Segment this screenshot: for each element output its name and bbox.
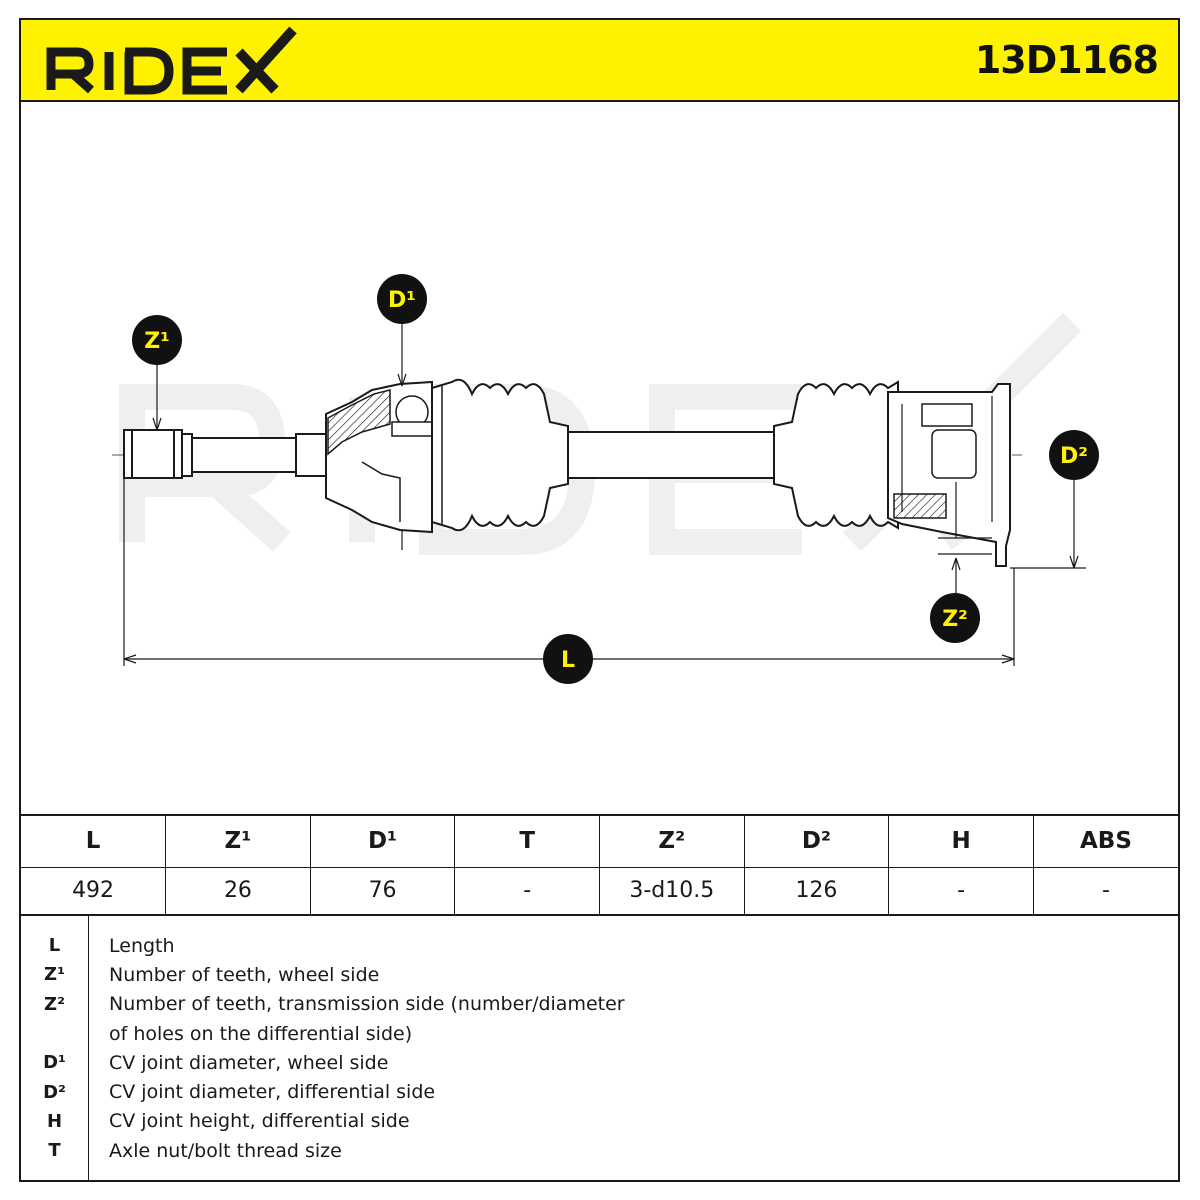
legend-item: L Length [21, 931, 1178, 960]
legend-item: Z² Number of teeth, transmission side (nu… [21, 990, 1178, 1019]
spec-value-row: 492 26 76 - 3-d10.5 126 - - [21, 867, 1178, 914]
header-bar: 13D1168 [21, 20, 1178, 102]
svg-text:Z¹: Z¹ [144, 329, 170, 354]
spec-value-z1: 26 [165, 867, 311, 914]
legend-text: Length [109, 934, 175, 957]
spec-header-l: L [21, 816, 167, 868]
legend-text: Number of teeth, wheel side [109, 963, 380, 986]
ridex-logo [46, 26, 297, 95]
legend-symbol: L [48, 935, 61, 957]
legend-symbol: Z¹ [44, 964, 65, 986]
legend-symbol: H [46, 1110, 63, 1132]
wheel-side-boot [431, 378, 569, 532]
legend-text: CV joint diameter, wheel side [109, 1051, 389, 1074]
legend-item: of holes on the differential side) [21, 1019, 1178, 1048]
spec-header-d2: D² [744, 816, 890, 868]
spec-header-d1: D¹ [310, 816, 456, 868]
spec-header-row: L Z¹ D¹ T Z² D² H ABS [21, 816, 1178, 868]
spec-value-l: 492 [21, 867, 167, 914]
legend: L Length Z¹ Number of teeth, wheel side Z²… [21, 914, 1178, 1180]
main-shaft [567, 431, 775, 479]
legend-divider [88, 916, 89, 1180]
legend-symbol: T [48, 1140, 61, 1162]
callout-z2: Z² [930, 593, 980, 643]
legend-text: CV joint diameter, differential side [109, 1081, 436, 1104]
legend-text: Axle nut/bolt thread size [109, 1139, 342, 1162]
spec-value-z2: 3-d10.5 [599, 867, 745, 914]
spec-header-z2: Z² [599, 816, 745, 868]
svg-text:L: L [561, 648, 575, 673]
legend-item: T Axle nut/bolt thread size [21, 1136, 1178, 1165]
wheel-side-spline [123, 429, 327, 479]
spec-header-abs: ABS [1033, 816, 1178, 868]
drive-shaft-diagram: Z¹ D¹ D² Z² L [21, 102, 1178, 814]
legend-item: Z¹ Number of teeth, wheel side [21, 960, 1178, 989]
callout-z1: Z¹ [132, 315, 182, 365]
legend-text: Number of teeth, transmission side (numb… [109, 993, 625, 1016]
callout-d1: D¹ [377, 274, 427, 324]
part-number: 13D1168 [974, 38, 1159, 82]
legend-item: D² CV joint diameter, differential side [21, 1077, 1178, 1106]
spec-sheet: 13D1168 [19, 18, 1180, 1182]
svg-text:D¹: D¹ [388, 288, 416, 313]
drive-shaft-drawing: Z¹ D¹ D² Z² L [112, 274, 1099, 684]
legend-symbol: D¹ [43, 1052, 66, 1074]
spec-value-h: - [888, 867, 1034, 914]
spec-value-d2: 126 [744, 867, 890, 914]
outer-cv-joint [325, 380, 433, 534]
spec-value-abs: - [1101, 878, 1110, 904]
spec-table: L Z¹ D¹ T Z² D² H ABS 492 26 76 - 3-d10.… [21, 814, 1178, 914]
spec-header-t: T [454, 816, 600, 868]
legend-item: H CV joint height, differential side [21, 1107, 1178, 1136]
svg-text:Z²: Z² [942, 607, 968, 632]
spec-header-z1: Z¹ [165, 816, 311, 868]
legend-text: CV joint height, differential side [109, 1110, 410, 1133]
spec-value-d1: 76 [310, 867, 456, 914]
legend-item: D¹ CV joint diameter, wheel side [21, 1048, 1178, 1077]
differential-side-boot [773, 380, 899, 530]
legend-symbol: D² [43, 1081, 66, 1103]
callout-l: L [543, 634, 593, 684]
legend-text: of holes on the differential side) [109, 1022, 413, 1045]
spec-header-h: H [888, 816, 1034, 868]
legend-symbol: Z² [44, 993, 65, 1015]
inner-cv-joint [887, 383, 1011, 567]
spec-value-t: - [454, 867, 600, 914]
svg-text:D²: D² [1060, 444, 1088, 469]
dimension-lines [123, 320, 1086, 666]
callout-d2: D² [1049, 430, 1099, 480]
